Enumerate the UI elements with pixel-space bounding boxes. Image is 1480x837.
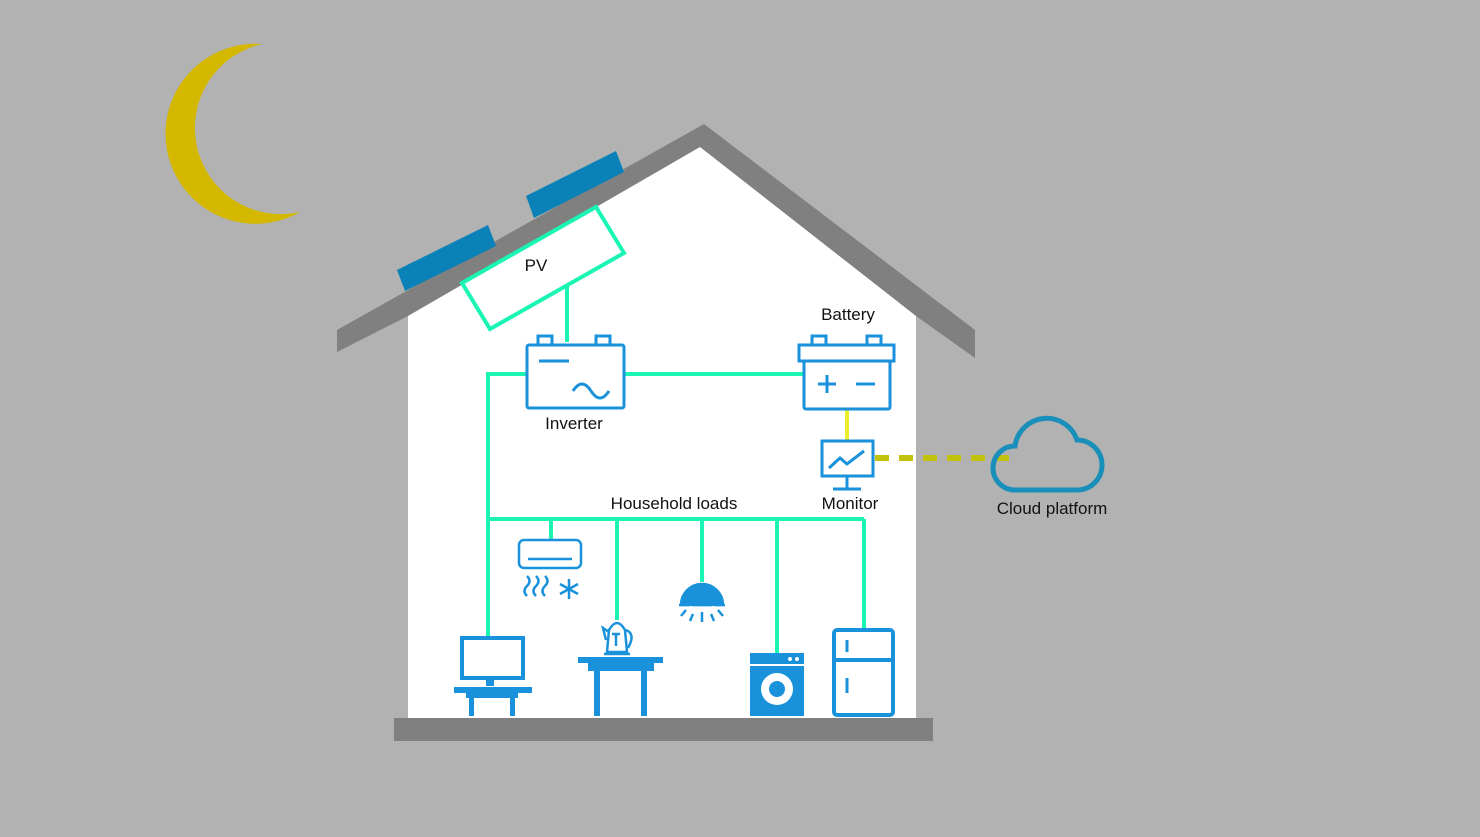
washing-machine-icon (750, 653, 804, 716)
moon-icon (165, 43, 300, 224)
house-outline (337, 124, 975, 741)
inverter-label: Inverter (545, 414, 603, 433)
cloud-platform-label: Cloud platform (997, 499, 1108, 518)
battery-label: Battery (821, 305, 875, 324)
solar-panel-icon (397, 151, 624, 291)
power-lines (486, 286, 866, 653)
household-loads-label: Household loads (611, 494, 738, 513)
monitor-icon (820, 439, 875, 491)
inverter-icon (525, 334, 626, 410)
monitor-label: Monitor (822, 494, 879, 513)
computer-icon (454, 636, 532, 716)
cloud-icon (990, 415, 1105, 493)
refrigerator-icon (832, 628, 895, 717)
pv-label: PV (525, 256, 548, 275)
house-interior (408, 147, 916, 718)
kettle-icon (601, 621, 633, 656)
air-conditioner-icon (517, 538, 583, 599)
data-lines (845, 410, 1010, 461)
table-icon (578, 657, 663, 716)
pv-box (459, 204, 627, 332)
battery-icon (797, 334, 896, 411)
ceiling-lamp-icon (679, 582, 725, 622)
